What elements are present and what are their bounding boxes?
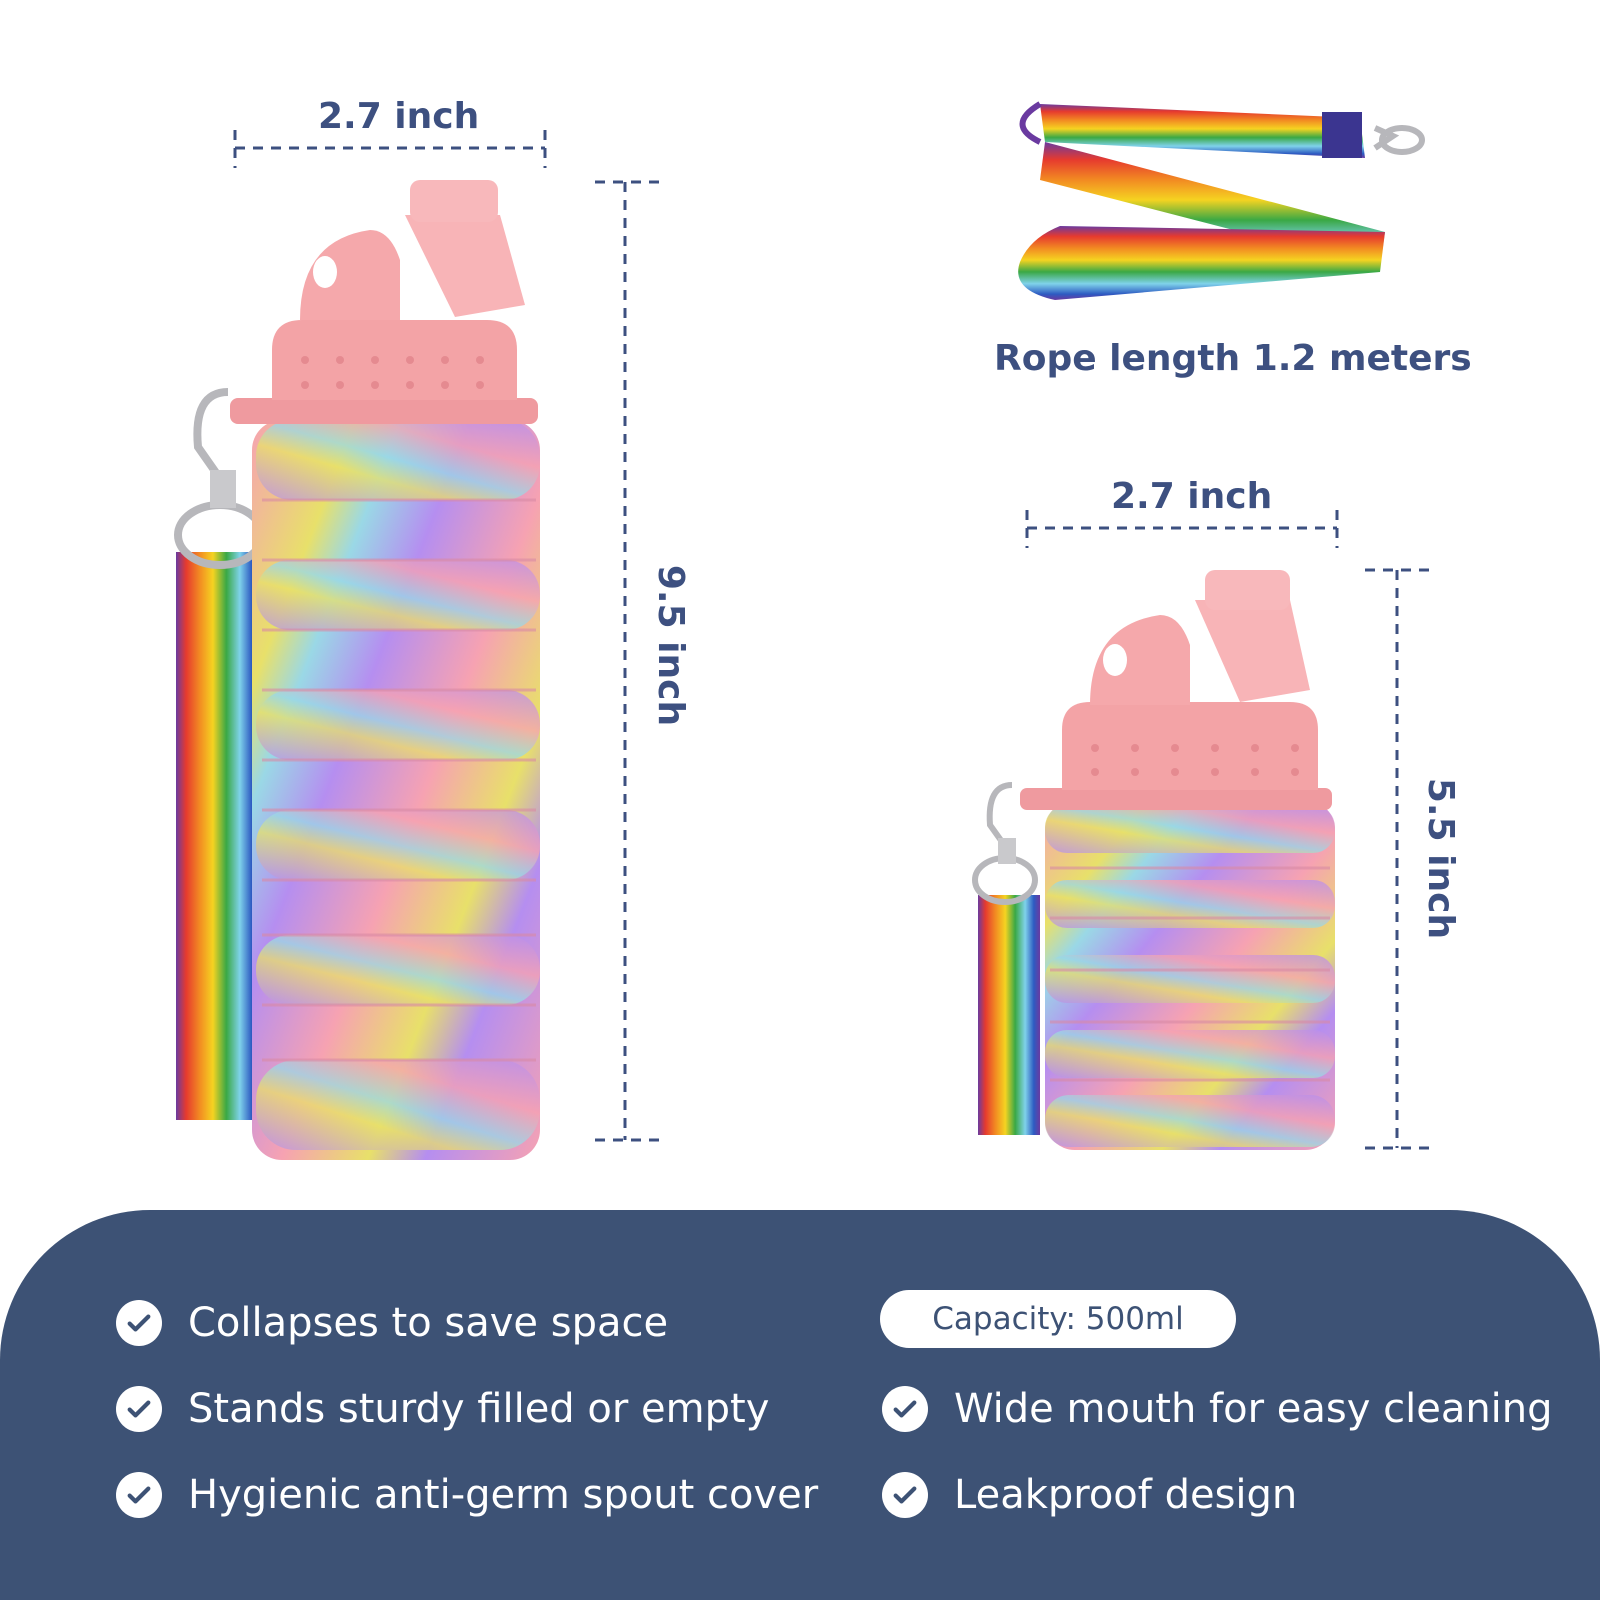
feature-item: Collapses to save space xyxy=(116,1300,668,1346)
feature-text: Hygienic anti-germ spout cover xyxy=(188,1472,819,1518)
large-height-label: 9.5 inch xyxy=(650,564,692,727)
feature-text: Stands sturdy filled or empty xyxy=(188,1386,770,1432)
feature-item: Leakproof design xyxy=(882,1472,1297,1518)
dimension-lines-small xyxy=(1025,510,1430,1150)
feature-text: Collapses to save space xyxy=(188,1300,669,1346)
feature-text: Leakproof design xyxy=(954,1472,1298,1518)
check-circle-icon xyxy=(116,1472,162,1518)
feature-panel xyxy=(0,1210,1600,1600)
large-width-label: 2.7 inch xyxy=(318,96,480,137)
feature-item: Stands sturdy filled or empty xyxy=(116,1386,769,1432)
dimension-lines-large xyxy=(233,130,660,1142)
carabiner-clip-icon xyxy=(1373,125,1425,155)
small-height-label: 5.5 inch xyxy=(1420,777,1462,940)
capacity-badge: Capacity: 500ml xyxy=(880,1290,1236,1348)
check-circle-icon xyxy=(116,1300,162,1346)
check-circle-icon xyxy=(882,1472,928,1518)
small-bottle xyxy=(972,570,1335,1150)
large-bottle xyxy=(174,180,540,1160)
check-circle-icon xyxy=(116,1386,162,1432)
rope-length-caption: Rope length 1.2 meters xyxy=(994,338,1472,379)
carabiner-clip-icon xyxy=(972,782,1038,905)
check-circle-icon xyxy=(882,1386,928,1432)
rainbow-lanyard xyxy=(1018,101,1425,300)
small-width-label: 2.7 inch xyxy=(1111,476,1273,517)
feature-text: Wide mouth for easy cleaning xyxy=(954,1386,1553,1432)
feature-item: Hygienic anti-germ spout cover xyxy=(116,1472,818,1518)
feature-item: Wide mouth for easy cleaning xyxy=(882,1386,1553,1432)
